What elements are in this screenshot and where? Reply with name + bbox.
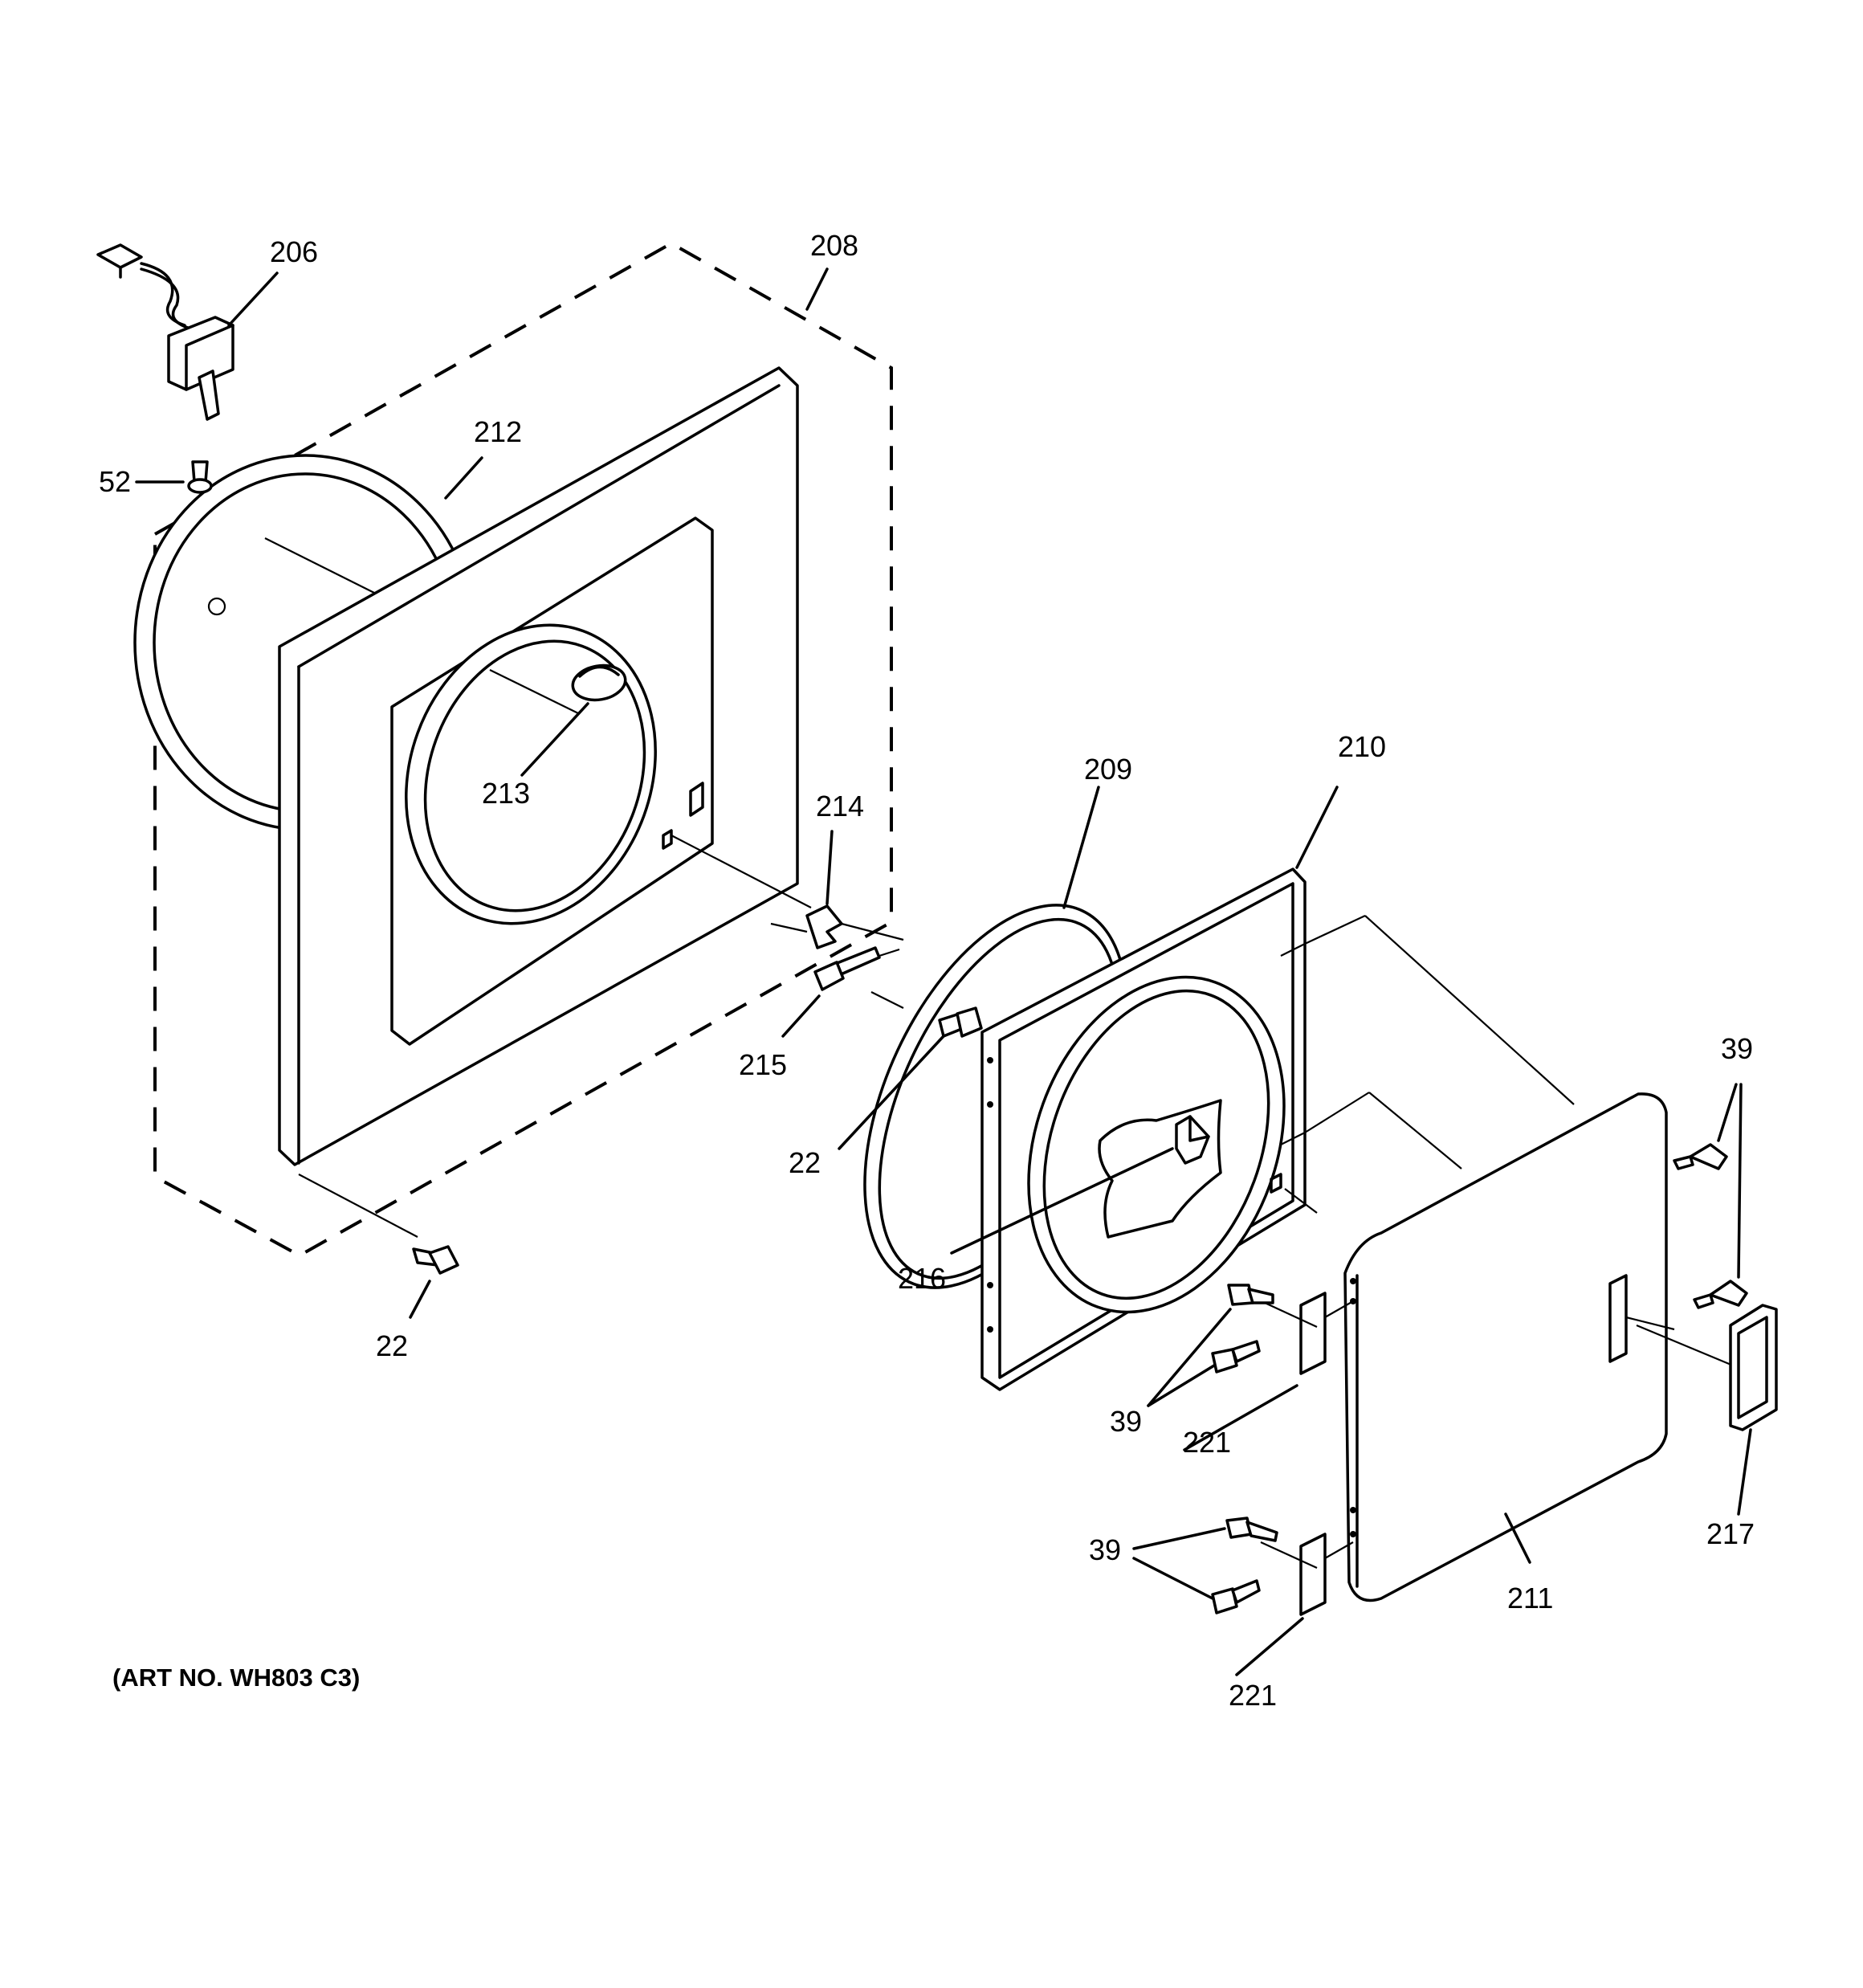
door-handle-part	[1729, 1304, 1778, 1431]
screw-22-middle-part	[938, 1006, 983, 1038]
callout-209: 209	[1084, 753, 1132, 786]
callout-206: 206	[270, 235, 318, 268]
callout-210: 210	[1338, 730, 1386, 763]
screw-22-lower-part	[412, 1245, 459, 1275]
callout-208: 208	[810, 229, 858, 262]
screws-39-right-side	[1673, 1143, 1748, 1309]
art-number-caption: (ART NO. WH803 C3)	[112, 1663, 360, 1692]
hinge-221-lower-part	[1260, 1533, 1354, 1616]
screw-215-part	[813, 946, 904, 1009]
light-lens-part	[571, 663, 627, 702]
callout-39-upper-hinge: 39	[1110, 1405, 1142, 1438]
callout-212: 212	[474, 415, 522, 448]
screws-39-upper-hinge	[1211, 1284, 1274, 1374]
callout-39-right: 39	[1721, 1032, 1753, 1065]
callout-221-upper: 221	[1183, 1426, 1231, 1459]
inner-door-panel-part	[980, 867, 1575, 1391]
callout-22-middle: 22	[789, 1146, 821, 1179]
hinge-221-upper-part	[1252, 1292, 1354, 1375]
callout-216: 216	[898, 1262, 946, 1295]
callout-215: 215	[739, 1048, 787, 1081]
screw-52-part	[187, 460, 213, 494]
callout-214: 214	[816, 790, 864, 823]
callout-221-lower: 221	[1229, 1679, 1277, 1712]
hinge-clip-part	[770, 904, 904, 949]
screws-39-lower-hinge	[1211, 1517, 1278, 1614]
outer-door-part	[1343, 1092, 1734, 1602]
callout-22-lower: 22	[376, 1329, 408, 1362]
leader-lines	[135, 267, 1752, 1676]
callout-211: 211	[1507, 1582, 1553, 1614]
callout-213: 213	[482, 777, 530, 810]
callout-labels: 206 208 212 52 213 214 215 22 22 209 210…	[99, 229, 1755, 1712]
door-switch-part	[96, 243, 234, 421]
front-panel-part	[278, 366, 812, 1238]
callout-217: 217	[1706, 1517, 1755, 1550]
door-catch-part	[1175, 1115, 1210, 1165]
callout-39-lower-hinge: 39	[1089, 1533, 1121, 1566]
callout-52: 52	[99, 465, 131, 498]
